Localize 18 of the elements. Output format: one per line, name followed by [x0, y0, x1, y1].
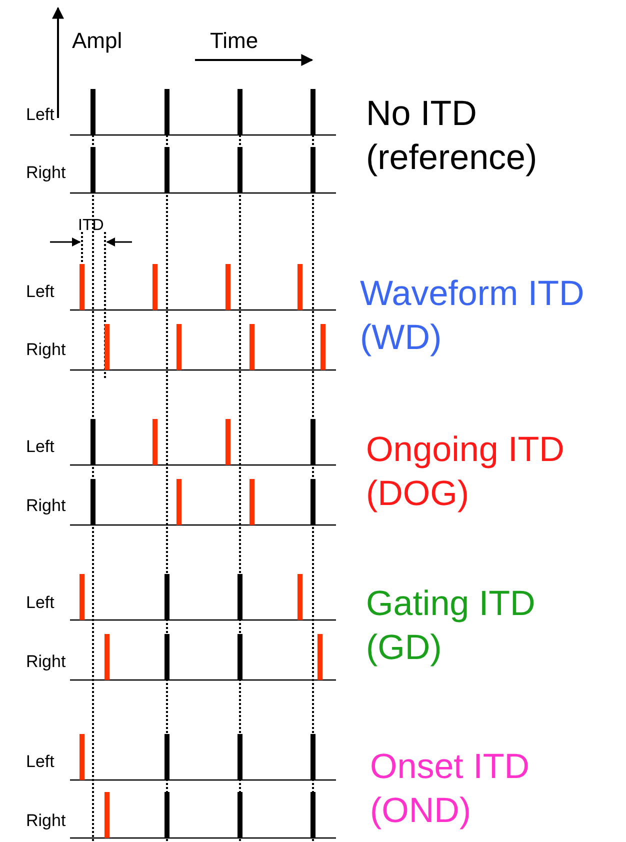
channel-label: Right: [26, 811, 66, 831]
axis-label: Ampl: [72, 28, 122, 54]
channel-label: Right: [26, 496, 66, 516]
channel-label: Left: [26, 752, 54, 772]
condition-title: Waveform ITD (WD): [360, 273, 586, 359]
channel-label: Left: [26, 105, 54, 125]
condition-title: Gating ITD (GD): [366, 583, 536, 669]
channel-label: Right: [26, 340, 66, 360]
dimension-label: ITD: [78, 217, 104, 235]
condition-title: Onset ITD (OND): [370, 746, 530, 832]
channel-label: Left: [26, 282, 54, 302]
channel-label: Left: [26, 437, 54, 457]
condition-title: No ITD (reference): [366, 93, 538, 179]
channel-label: Right: [26, 652, 66, 672]
channel-label: Left: [26, 593, 54, 613]
axis-label: Time: [210, 28, 258, 54]
condition-title: Ongoing ITD (DOG): [366, 429, 566, 515]
channel-label: Right: [26, 163, 66, 183]
